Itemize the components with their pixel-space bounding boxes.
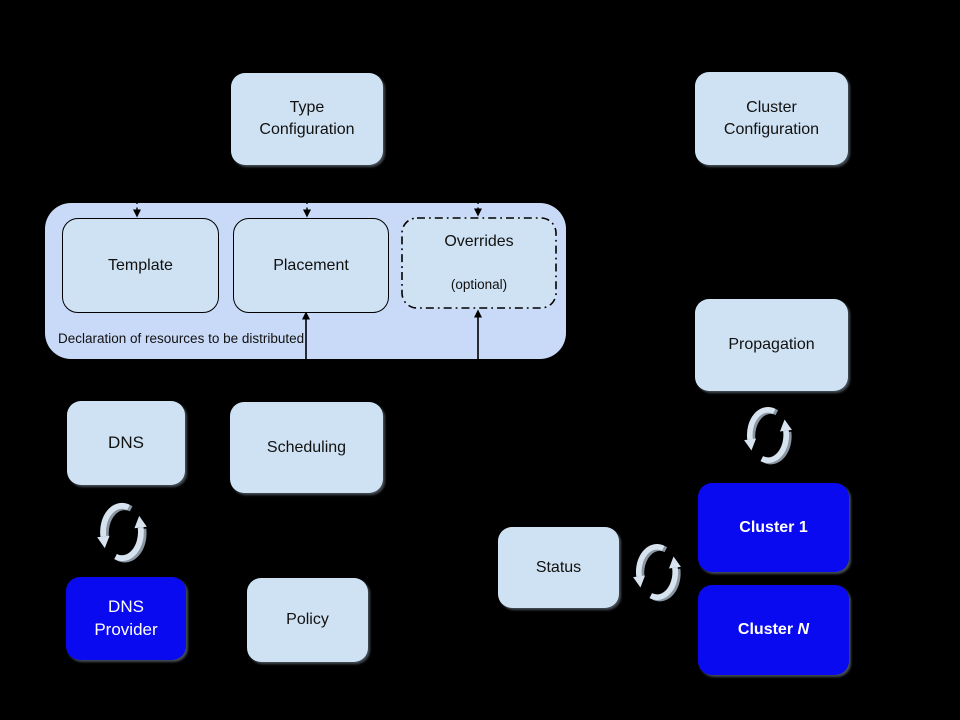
node-label: Propagation <box>728 336 815 354</box>
node-label: Scheduling <box>266 438 347 456</box>
node-label: Policy <box>286 611 329 629</box>
node-label: Type Configuration <box>259 99 355 138</box>
node-cluster-1: Cluster 1 <box>698 483 849 572</box>
node-sublabel: (optional) <box>450 276 508 292</box>
declaration-group-caption: Declaration of resources to be distribut… <box>58 331 305 346</box>
node-policy: Policy <box>247 578 368 662</box>
dash-dot-border <box>401 217 557 309</box>
node-label: DNS Provider <box>94 596 158 639</box>
node-label: DNS <box>108 432 144 452</box>
node-scheduling: Scheduling <box>230 402 383 493</box>
node-placement: Placement <box>233 218 389 313</box>
node-propagation: Propagation <box>695 299 848 391</box>
node-label: Status <box>535 558 582 576</box>
node-label: Placement <box>273 256 349 274</box>
sync-icon <box>742 397 794 473</box>
node-template: Template <box>62 218 219 313</box>
node-type-configuration: Type Configuration <box>231 73 383 165</box>
node-dns-provider: DNS Provider <box>66 577 186 660</box>
node-label: Template <box>108 256 173 274</box>
node-overrides: Overrides (optional) <box>401 217 557 309</box>
node-cluster-configuration: Cluster Configuration <box>695 72 848 165</box>
node-dns: DNS <box>67 401 185 485</box>
sync-icon <box>631 534 683 610</box>
sync-icon <box>95 494 149 570</box>
node-status: Status <box>498 527 619 608</box>
node-label: Cluster N <box>737 621 810 639</box>
node-label: Overrides (optional) <box>444 232 514 292</box>
node-label: Cluster Configuration <box>723 98 820 138</box>
node-cluster-n: Cluster N <box>698 585 849 675</box>
node-label: Cluster 1 <box>739 518 808 536</box>
